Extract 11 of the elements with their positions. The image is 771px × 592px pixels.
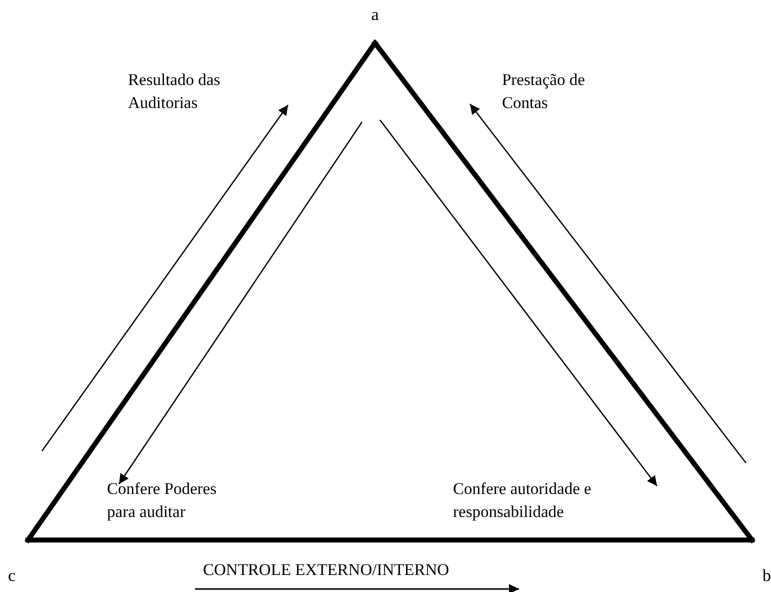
axis-caption: CONTROLE EXTERNO/INTERNO [203,559,450,581]
triangle-side [372,40,754,542]
triangle-side [26,538,754,542]
flow-label: Confere autoridade e responsabilidade [453,478,592,523]
vertex-label: a [371,6,379,23]
vertex-label: b [762,567,771,584]
flow-label: Confere Poderes para auditar [107,478,218,523]
vertex-label: c [8,567,16,584]
flow-label: Resultado das Auditorias [128,69,222,114]
triangle-side [26,40,378,542]
flow-label: Prestação de Contas [502,69,586,114]
